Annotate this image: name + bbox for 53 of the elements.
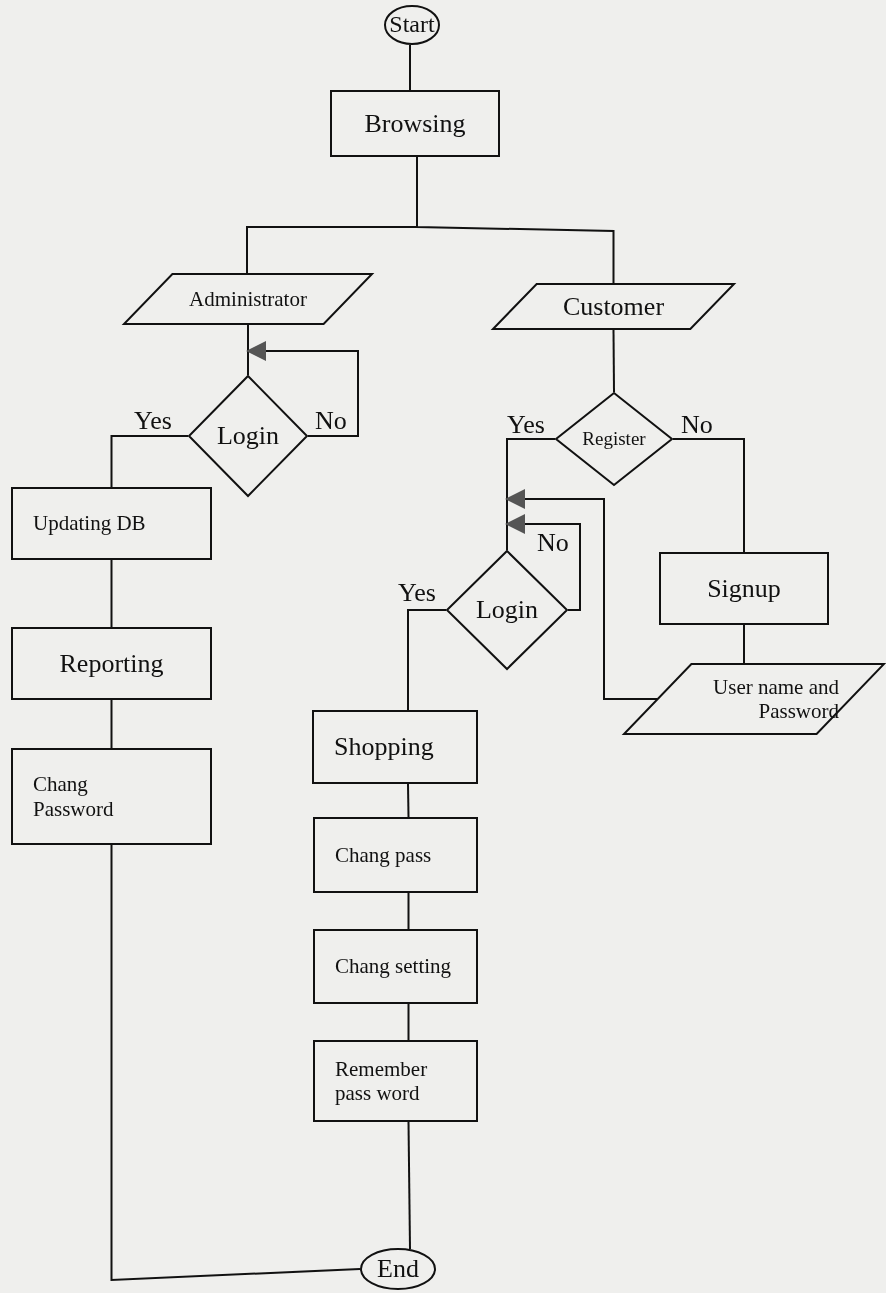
connector-line [506,438,556,551]
connector-line [743,624,745,664]
process-box [330,90,500,157]
node-label: Administrator [189,286,307,312]
terminator-oval [360,1248,436,1290]
connector-line [407,609,447,711]
process-box [313,817,478,893]
node-label: Register [582,428,646,450]
arrow [505,489,659,700]
connector-line [110,844,361,1282]
node-label: Shopping [334,732,434,762]
data-parallelogram [123,273,373,325]
process-box [11,627,212,700]
terminator-oval [384,5,440,45]
connector-line [672,438,745,553]
connector-line [409,43,411,91]
process-box [11,487,212,560]
connector-line [407,1003,410,1041]
process-box [312,710,478,784]
process-box [659,552,829,625]
node-label: Reporting [59,648,164,679]
node-label: Browsing [364,108,466,139]
node-label: Login [216,421,280,451]
connector-line [416,156,615,284]
connector-line [110,699,113,749]
connector-line [247,324,249,376]
node-label: Chang Password [33,772,115,821]
connector-line [110,559,113,628]
node-label: User name and Password [712,674,839,724]
node-label: Chang setting [335,954,452,979]
data-parallelogram [623,663,885,735]
decision-diamond [555,392,673,486]
connector-line [110,435,189,488]
node-label: Signup [707,573,781,604]
arrow [505,514,581,611]
connector-line [407,892,410,930]
connector-line [612,329,615,393]
arrow [246,341,359,437]
node-label: Start [389,11,435,39]
connector-line [407,783,410,818]
data-parallelogram [492,283,735,330]
decision-diamond [188,375,308,497]
node-label: Remember pass word [335,1056,429,1106]
node-label: Chang pass [335,842,432,868]
process-box [313,1040,478,1122]
connector-line [407,1121,411,1251]
decision-diamond [446,550,568,670]
node-label: End [377,1254,419,1284]
node-label: Updating DB [33,511,146,536]
node-label: Customer [562,291,665,322]
process-box [313,929,478,1004]
process-box [11,748,212,845]
node-label: Login [475,595,539,625]
